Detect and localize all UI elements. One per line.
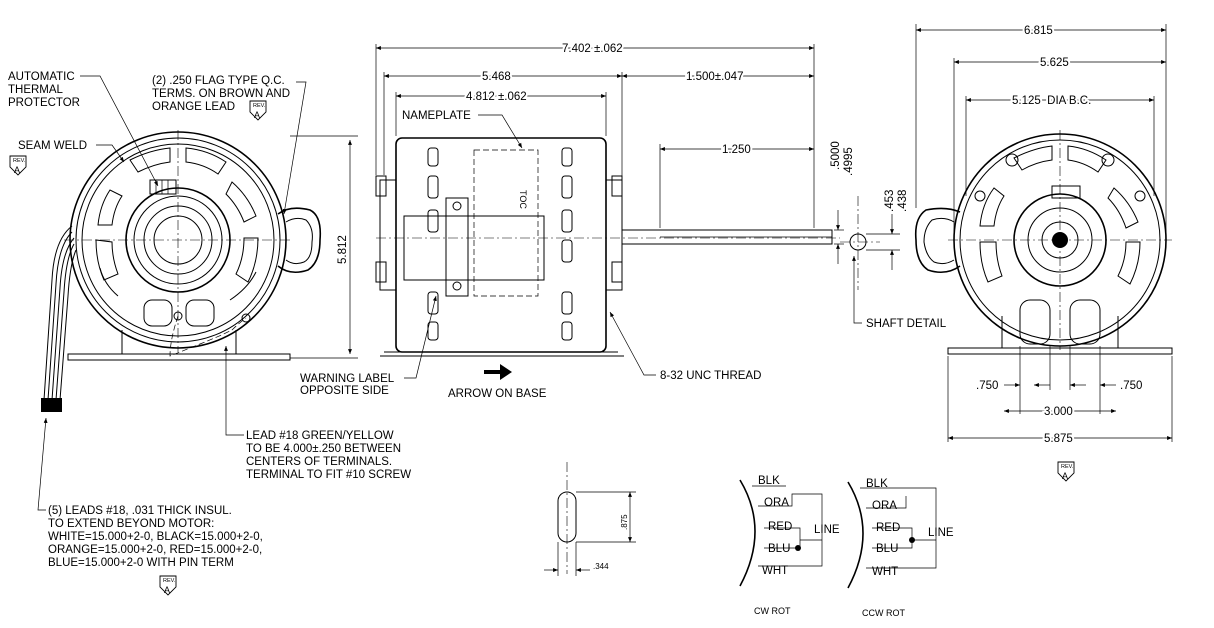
- dim-overall-width: 6.815: [1024, 25, 1053, 37]
- cw-blu: BLU: [768, 543, 790, 555]
- thread-label: 8-32 UNC THREAD: [660, 370, 761, 382]
- dim-slot-spacing: 3.000: [1044, 406, 1073, 418]
- side-view: TOC 7.402 ±.062 5.468 1.500±.047 4.812 ±…: [300, 41, 855, 400]
- wiring-cw: BLK ORA RED BLU WHT LINE CW ROT: [739, 475, 840, 616]
- cw-ora: ORA: [764, 497, 789, 509]
- dim-body-length: 5.468: [482, 71, 511, 83]
- dim-shaft-extension: 1.500±.047: [686, 71, 743, 83]
- svg-text:A: A: [164, 585, 170, 595]
- dim-frame-length: 4.812 ±.062: [466, 91, 527, 103]
- svg-text:A: A: [254, 110, 260, 120]
- wiring-ccw: BLK ORA RED BLU WHT LINE CCW ROT: [847, 478, 954, 618]
- shaft-flat-1: .453: [884, 190, 896, 212]
- slot-length: .875: [620, 514, 629, 530]
- shaft-dia-min: .4995: [843, 147, 855, 176]
- svg-text:REV.: REV.: [13, 158, 26, 164]
- shaft-detail-label: SHAFT DETAIL: [866, 318, 947, 330]
- ccw-caption: CCW ROT: [862, 608, 905, 618]
- svg-text:REV.: REV.: [163, 578, 176, 584]
- dim-base-width: 5.875: [1044, 433, 1073, 445]
- ccw-blu: BLU: [876, 543, 898, 555]
- leads-note: (5) LEADS #18, .031 THICK INSUL.TO EXTEN…: [48, 505, 263, 569]
- dim-overall-length: 7.402 ±.062: [562, 43, 623, 55]
- dim-flat-length: 1.250: [722, 144, 751, 156]
- slot-detail: .875 .344: [544, 462, 636, 576]
- cw-blk: BLK: [758, 475, 780, 487]
- ccw-wht: WHT: [872, 566, 898, 578]
- ccw-line: LINE: [928, 527, 954, 539]
- cw-line: LINE: [814, 524, 840, 536]
- shaft-detail: .453 .438 SHAFT DETAIL: [840, 190, 947, 330]
- flag-terms-label: (2) .250 FLAG TYPE Q.C.TERMS. ON BROWN A…: [152, 75, 290, 113]
- nameplate-label: NAMEPLATE: [402, 110, 471, 122]
- plate-text: TOC: [518, 190, 528, 209]
- arrow-on-base-label: ARROW ON BASE: [448, 388, 547, 400]
- svg-text:REV.: REV.: [1061, 464, 1074, 470]
- end-view: 6.815 5.625 5.125 DIA B.C. .750 .750 3.0…: [914, 23, 1173, 482]
- shaft-dia-max: .5000: [830, 141, 842, 170]
- dim-slot-left: .750: [976, 380, 998, 392]
- ccw-red: RED: [876, 522, 900, 534]
- svg-text:A: A: [14, 165, 20, 175]
- dim-bolt-circle: 5.125 DIA B.C.: [1012, 95, 1091, 107]
- slot-width: .344: [593, 562, 609, 571]
- seam-weld-label: SEAM WELD: [18, 140, 87, 152]
- dim-width-2: 5.625: [1040, 57, 1069, 69]
- ccw-ora: ORA: [872, 500, 897, 512]
- cw-wht: WHT: [762, 565, 788, 577]
- height-dim: 5.812: [337, 235, 349, 264]
- shaft-flat-2: .438: [897, 190, 909, 212]
- svg-text:A: A: [1062, 471, 1068, 481]
- svg-text:REV.: REV.: [253, 103, 266, 109]
- ccw-blk: BLK: [866, 478, 888, 490]
- cw-red: RED: [768, 521, 792, 533]
- cw-caption: CW ROT: [754, 606, 791, 616]
- dim-slot-right: .750: [1120, 380, 1142, 392]
